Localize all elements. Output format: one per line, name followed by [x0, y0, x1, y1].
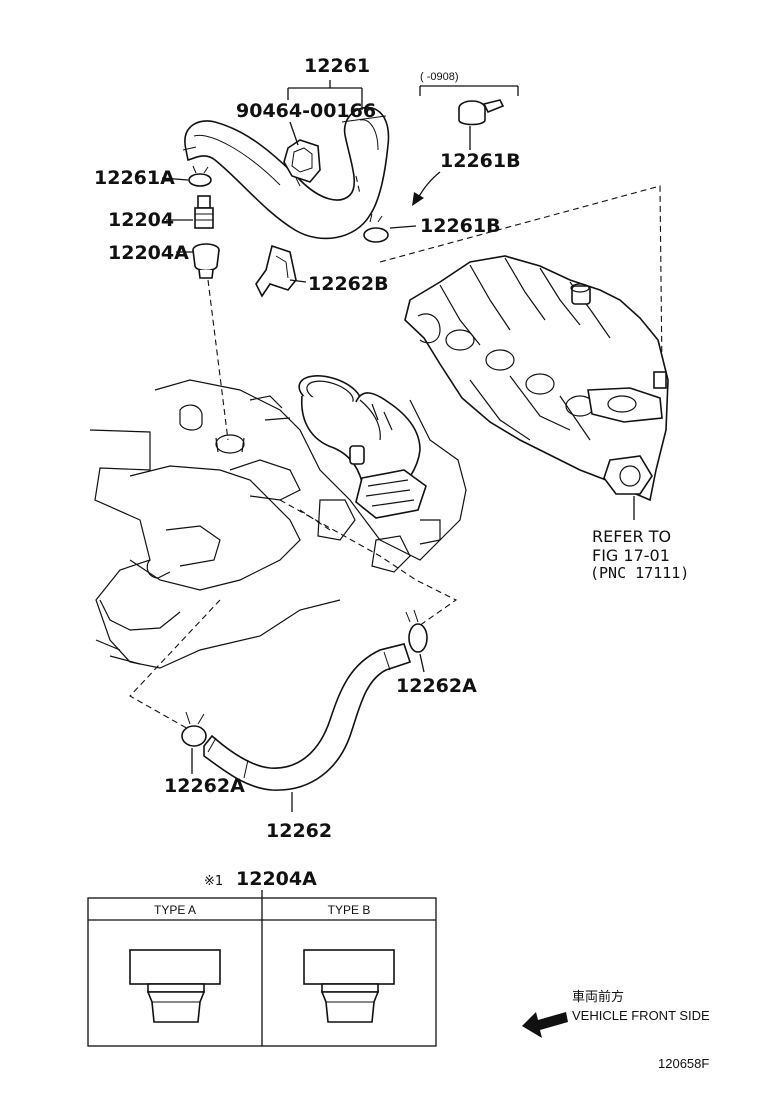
clamp-12262b: [255, 244, 307, 298]
intake-manifold: [404, 255, 669, 520]
clip-12261a: [161, 165, 212, 187]
label-12261b-upper: 12261B: [440, 150, 521, 172]
air-intake-elbow: [298, 375, 441, 545]
front-side-japanese: 車両前方: [572, 989, 624, 1004]
label-12204a: 12204A: [108, 242, 189, 264]
pcv-valve-12204: [166, 195, 214, 229]
reference-line-1: REFER TO: [592, 527, 671, 546]
label-12261b-lower: 12261B: [420, 215, 501, 237]
reference-line-2: FIG 17-01: [592, 546, 670, 565]
engine-block: [89, 379, 467, 669]
leader-12261: [287, 80, 363, 146]
grommet-12204a: [176, 243, 220, 279]
label-90464-00166: 90464-00166: [236, 100, 376, 122]
upper-hose-12261: [182, 106, 390, 240]
label-12262: 12262: [266, 820, 332, 842]
clip-12262a-left: [181, 711, 207, 774]
vehicle-front-indicator: 車両前方 VEHICLE FRONT SIDE: [522, 989, 710, 1038]
variant-table: ※1 12204A TYPE A TYPE B: [87, 868, 437, 1047]
guide-grommet: [207, 279, 229, 441]
front-side-english: VEHICLE FRONT SIDE: [572, 1008, 710, 1023]
guide-left: [129, 599, 221, 731]
arrow-left-icon: [522, 1012, 568, 1038]
label-date-range: ( -0908): [420, 71, 459, 83]
table-header-type-b: TYPE B: [328, 903, 371, 917]
clip-12261b-lower: [363, 213, 417, 243]
label-12204: 12204: [108, 209, 174, 231]
clamp-90464-00166: [283, 139, 321, 187]
label-12262a-left: 12262A: [164, 775, 245, 797]
reference-note: REFER TO FIG 17-01 (PNC 17111): [590, 527, 689, 582]
lower-hose-12262: [203, 643, 412, 812]
figure-id: 120658F: [658, 1056, 709, 1071]
label-12262a-right: 12262A: [396, 675, 477, 697]
leader-12261b-upper: [412, 126, 471, 206]
label-12262b: 12262B: [308, 273, 389, 295]
guide-to-manifold: [379, 185, 663, 373]
reference-line-3: (PNC 17111): [590, 564, 689, 582]
table-header-type-a: TYPE A: [154, 903, 196, 917]
grommet-type-a: [129, 949, 221, 1023]
table-title-mark: ※1: [204, 874, 223, 889]
table-title-part: 12204A: [236, 868, 317, 890]
guide-center-2: [299, 509, 331, 531]
clip-12262a-right: [405, 609, 428, 673]
guide-hose-upper: [355, 175, 361, 195]
label-12261: 12261: [304, 55, 370, 77]
clip-variant-0908: [419, 85, 519, 126]
label-12261a: 12261A: [94, 167, 175, 189]
grommet-type-b: [303, 949, 395, 1023]
